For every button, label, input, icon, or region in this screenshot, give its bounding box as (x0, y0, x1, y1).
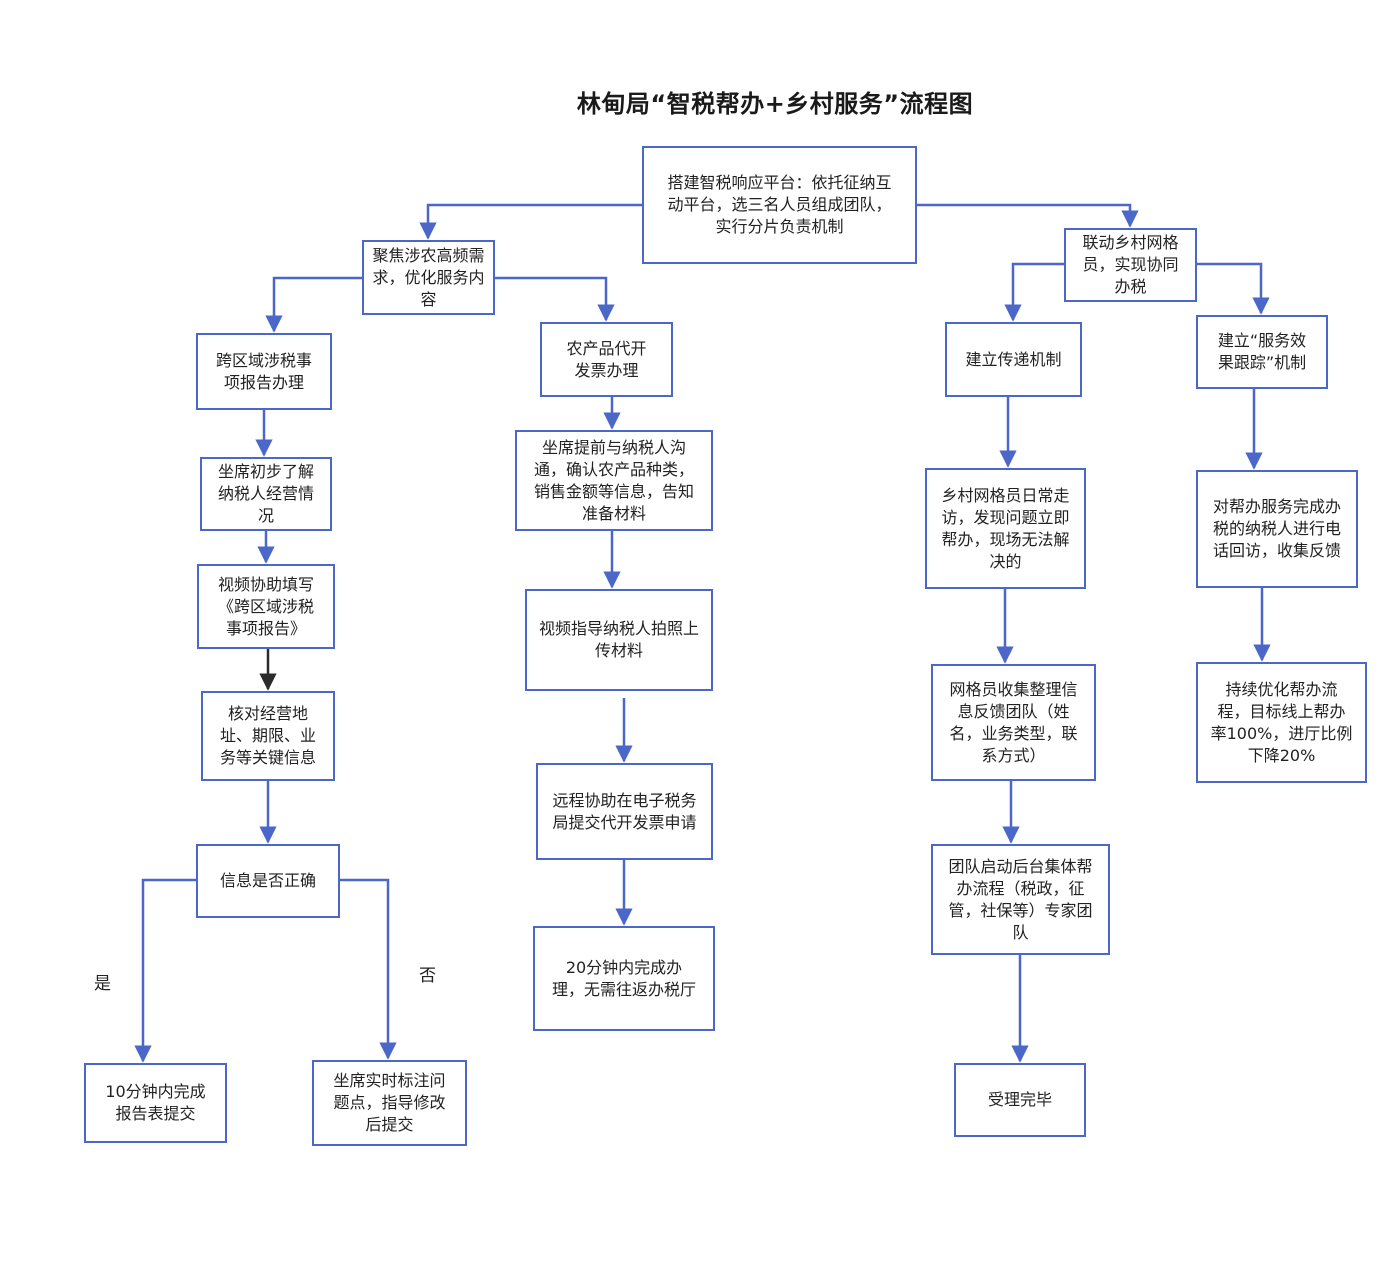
node-agri-invoice: 农产品代开发票办理 (540, 322, 673, 397)
node-mark-issues: 坐席实时标注问题点，指导修改后提交 (312, 1060, 467, 1146)
edge-no (339, 878, 397, 1060)
node-tracking-mech: 建立“服务效果跟踪”机制 (1196, 315, 1328, 389)
node-team-backend: 团队启动后台集体帮办流程（税政，征管，社保等）专家团队 (931, 844, 1110, 955)
node-complete-20min: 20分钟内完成办理，无需往返办税厅 (533, 926, 715, 1031)
node-relay-mech: 建立传递机制 (945, 322, 1082, 397)
node-info-correct: 信息是否正确 (196, 844, 340, 918)
node-phone-followup: 对帮办服务完成办税的纳税人进行电话回访，收集反馈 (1196, 470, 1358, 588)
node-verify-info: 核对经营地址、期限、业务等关键信息 (201, 691, 335, 781)
label-yes: 是 (94, 974, 111, 994)
edge-root-focus (419, 203, 642, 240)
edge-linkgrid-relay (1004, 262, 1064, 322)
edge-focus-agri (494, 276, 615, 322)
diagram-title: 林甸局“智税帮办+乡村服务”流程图 (576, 90, 974, 118)
node-root: 搭建智税响应平台：依托征纳互动平台，选三名人员组成团队，实行分片负责机制 (642, 146, 917, 264)
node-grid-collect: 网格员收集整理信息反馈团队（姓名，业务类型，联系方式） (931, 664, 1096, 781)
label-no: 否 (419, 966, 436, 986)
node-video-photo: 视频指导纳税人拍照上传材料 (525, 589, 713, 691)
node-remote-submit: 远程协助在电子税务局提交代开发票申请 (536, 763, 713, 860)
edge-focus-crossregion (265, 276, 362, 333)
node-focus: 聚焦涉农高频需求，优化服务内容 (362, 240, 495, 315)
node-optimize: 持续优化帮办流程，目标线上帮办率100%，进厅比例下降20% (1196, 662, 1367, 783)
node-video-fill: 视频协助填写《跨区域涉税事项报告》 (197, 564, 335, 649)
node-seat-understand: 坐席初步了解纳税人经营情况 (200, 457, 332, 531)
edge-root-linkgrid (916, 203, 1139, 228)
node-grid-visit: 乡村网格员日常走访，发现问题立即帮办，现场无法解决的 (925, 468, 1086, 589)
node-cross-region: 跨区域涉税事项报告办理 (196, 333, 332, 410)
node-seat-contact: 坐席提前与纳税人沟通，确认农产品种类，销售金额等信息，告知准备材料 (515, 430, 713, 531)
node-complete-10min: 10分钟内完成报告表提交 (84, 1063, 227, 1143)
edge-linkgrid-tracking (1196, 262, 1270, 315)
node-accepted: 受理完毕 (954, 1063, 1086, 1137)
node-link-grid: 联动乡村网格员，实现协同办税 (1064, 228, 1197, 302)
edge-yes (134, 878, 196, 1063)
